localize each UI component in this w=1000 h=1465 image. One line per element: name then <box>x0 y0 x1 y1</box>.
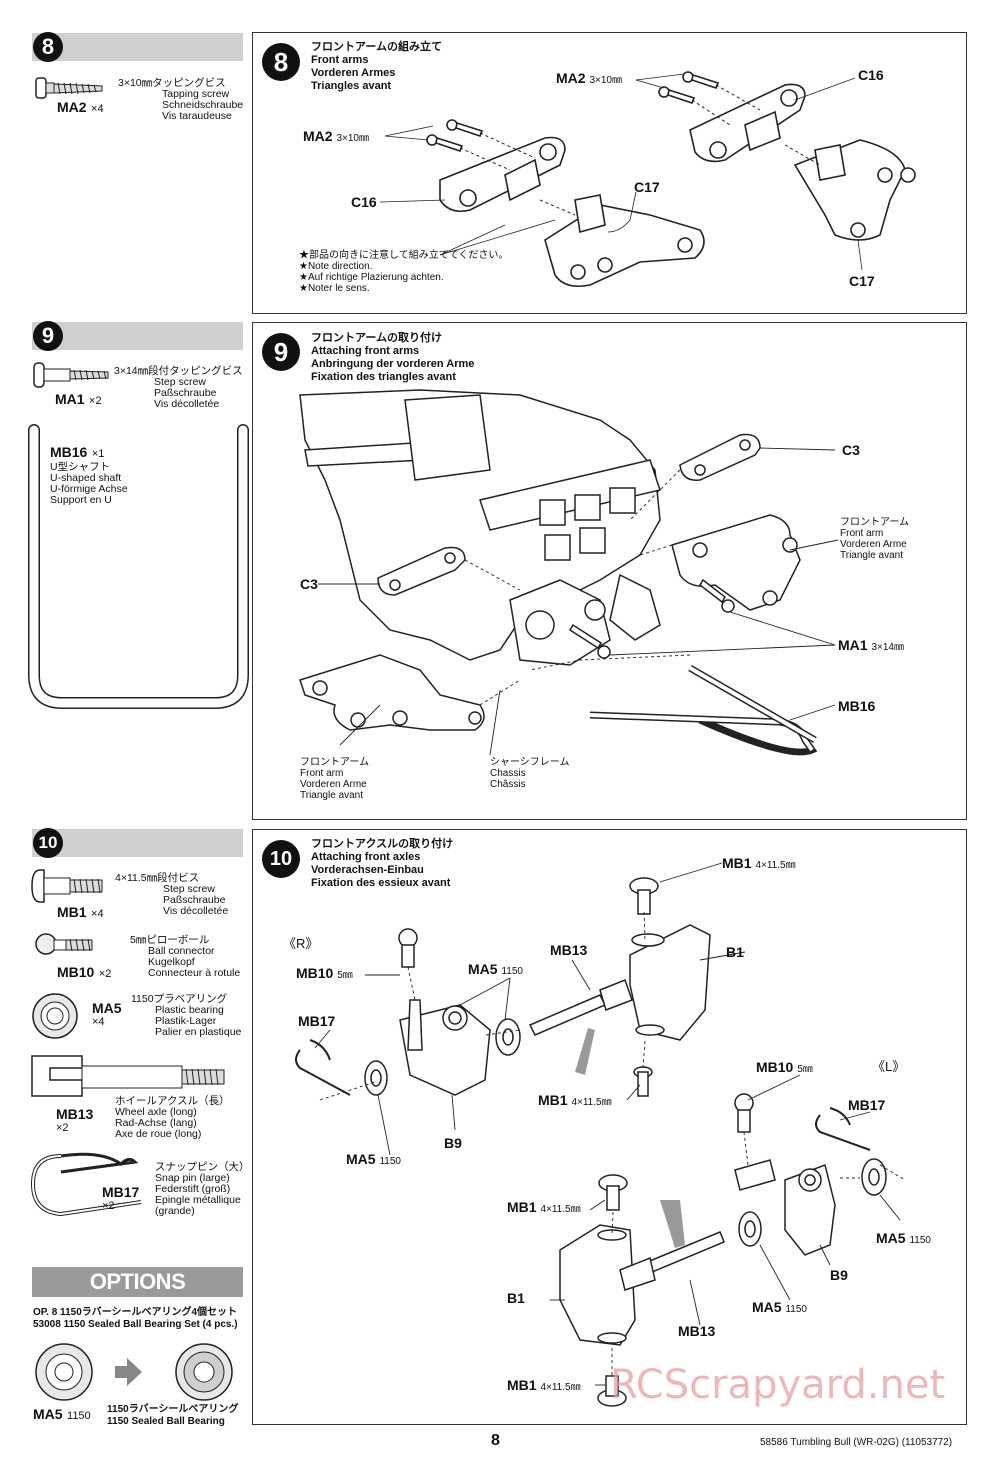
step10-b9-r-callout: B9 <box>444 1135 462 1151</box>
step9-shaft-label: MB16 ×1 U型シャフト U-shaped shaft U-förmige … <box>50 444 128 506</box>
step10-mb10-desc: 5㎜ピローボール Ball connector Kugelkopf Connec… <box>130 934 241 979</box>
step10-mb13-desc: ホイールアクスル（長） Wheel axle (long) Rad-Achse … <box>115 1095 230 1140</box>
step10-mb13-r-callout: MB13 <box>550 942 588 958</box>
step10-mb17-part: MB17 ×2 <box>102 1184 140 1212</box>
footer-model-code: 58586 Tumbling Bull (WR-02G) (11053772) <box>760 1437 953 1448</box>
arrow-right-icon <box>115 1358 142 1386</box>
step10-mb17-desc: スナップピン（大） Snap pin (large) Federstift (g… <box>155 1161 250 1217</box>
step10-mb17-r-callout: MB17 <box>298 1013 336 1029</box>
step9-side-desc: 3×14㎜段付タッピングビス Step screw Paßschraube Vi… <box>114 365 243 410</box>
step8-ma2-left-callout: MA2 3×10㎜ <box>303 128 369 144</box>
step10-ma5-l-right-callout: MA5 1150 <box>876 1230 931 1246</box>
step10-mb1-part: MB1 ×4 <box>57 904 104 920</box>
u-shaped-shaft-icon <box>28 424 249 709</box>
step10-mb10-r-callout: MB10 5㎜ <box>296 965 353 981</box>
step10-left-side-marker: 《L》 <box>872 1059 906 1074</box>
step10-mb1-top-callout: MB1 4×11.5㎜ <box>722 855 796 871</box>
step10-mb13-l-callout: MB13 <box>678 1323 716 1339</box>
step10-mb17-l-callout: MB17 <box>848 1097 886 1113</box>
options-description: OP. 8 1150ラバーシールベアリング4個セット 53008 1150 Se… <box>33 1307 238 1330</box>
snap-pin-icon <box>30 1152 142 1217</box>
options-bearing-illustration <box>35 1343 233 1401</box>
ball-connector-icon <box>35 933 93 955</box>
step8-header-bar <box>32 33 243 61</box>
plastic-bearing-icon <box>32 993 78 1039</box>
step9-c3-left-callout: C3 <box>300 576 318 592</box>
step10-ma5-r-bot-callout: MA5 1150 <box>346 1151 401 1167</box>
step10-b1-r-callout: B1 <box>726 944 744 960</box>
step10-ma5-part: MA5 ×4 <box>92 1000 122 1028</box>
page-number: 8 <box>491 1432 500 1449</box>
step8-direction-notes: ★部品の向きに注意して組み立ててください。★Note direction.★Au… <box>299 250 509 294</box>
wheel-axle-icon <box>31 1055 225 1097</box>
step9-panel <box>252 322 967 820</box>
step8-panel <box>252 32 967 314</box>
step10-ma5-l-mid-callout: MA5 1150 <box>752 1299 807 1315</box>
step9-ma1-callout: MA1 3×14㎜ <box>838 637 904 653</box>
options-to-part: 1150ラバーシールベアリング 1150 Sealed Ball Bearing <box>107 1404 239 1427</box>
step9-header-bar <box>32 322 243 350</box>
step10-b9-l-callout: B9 <box>830 1267 848 1283</box>
step10-right-side-marker: 《R》 <box>283 936 319 951</box>
step9-chassis-drawing <box>299 389 839 756</box>
step8-c17-left-callout: C17 <box>634 179 660 195</box>
step10-mb1-mid-callout: MB1 4×11.5㎜ <box>538 1092 612 1108</box>
step10-mb1-desc: 4×11.5㎜段付ビス Step screw Paßschraube Vis d… <box>115 872 229 917</box>
step10-header-bar <box>32 829 243 857</box>
step9-number-badge: 9 <box>33 321 63 351</box>
step10-number-badge: 10 <box>33 828 63 858</box>
step-screw-icon <box>33 362 109 388</box>
tapping-screw-icon <box>35 77 103 99</box>
step8-number-badge: 8 <box>33 32 63 62</box>
step10-mb10-part: MB10 ×2 <box>57 964 112 980</box>
watermark: RCScrapyard.net <box>610 1362 946 1408</box>
step8-panel-number: 8 <box>262 43 300 81</box>
step8-side-desc: 3×10㎜タッピングビス Tapping screw Schneidschrau… <box>118 77 244 122</box>
step10-mb13-part: MB13 ×2 <box>56 1106 94 1134</box>
step8-c17-right-callout: C17 <box>849 273 875 289</box>
step10-panel <box>252 829 967 1425</box>
step8-ma2-right-callout: MA2 3×10㎜ <box>556 70 622 86</box>
step8-c16-right-callout: C16 <box>858 67 884 83</box>
options-header: OPTIONS <box>32 1267 243 1297</box>
step10-mb10-l-callout: MB10 5㎜ <box>756 1059 813 1075</box>
step10-panel-number: 10 <box>262 840 300 878</box>
step10-mb1-l-callout: MB1 4×11.5㎜ <box>507 1199 581 1215</box>
step10-axle-drawing <box>295 862 906 1407</box>
step8-c16-left-callout: C16 <box>351 194 377 210</box>
step10-ma5-desc: 1150プラベアリング Plastic bearing Plastik-Lage… <box>131 993 242 1038</box>
options-from-part: MA5 1150 <box>33 1406 91 1422</box>
step8-side-part: MA2 ×4 <box>57 99 104 115</box>
step9-c3-top-callout: C3 <box>842 442 860 458</box>
mb1-step-screw-icon <box>31 869 103 903</box>
step10-mb1-bot-callout: MB1 4×11.5㎜ <box>507 1377 581 1393</box>
step10-ma5-r-top-callout: MA5 1150 <box>468 961 523 977</box>
step10-b1-l-callout: B1 <box>507 1290 525 1306</box>
step9-side-part: MA1 ×2 <box>55 391 102 407</box>
step9-mb16-callout: MB16 <box>838 698 876 714</box>
step9-panel-number: 9 <box>262 333 300 371</box>
step8-front-arm-drawing <box>379 71 916 288</box>
